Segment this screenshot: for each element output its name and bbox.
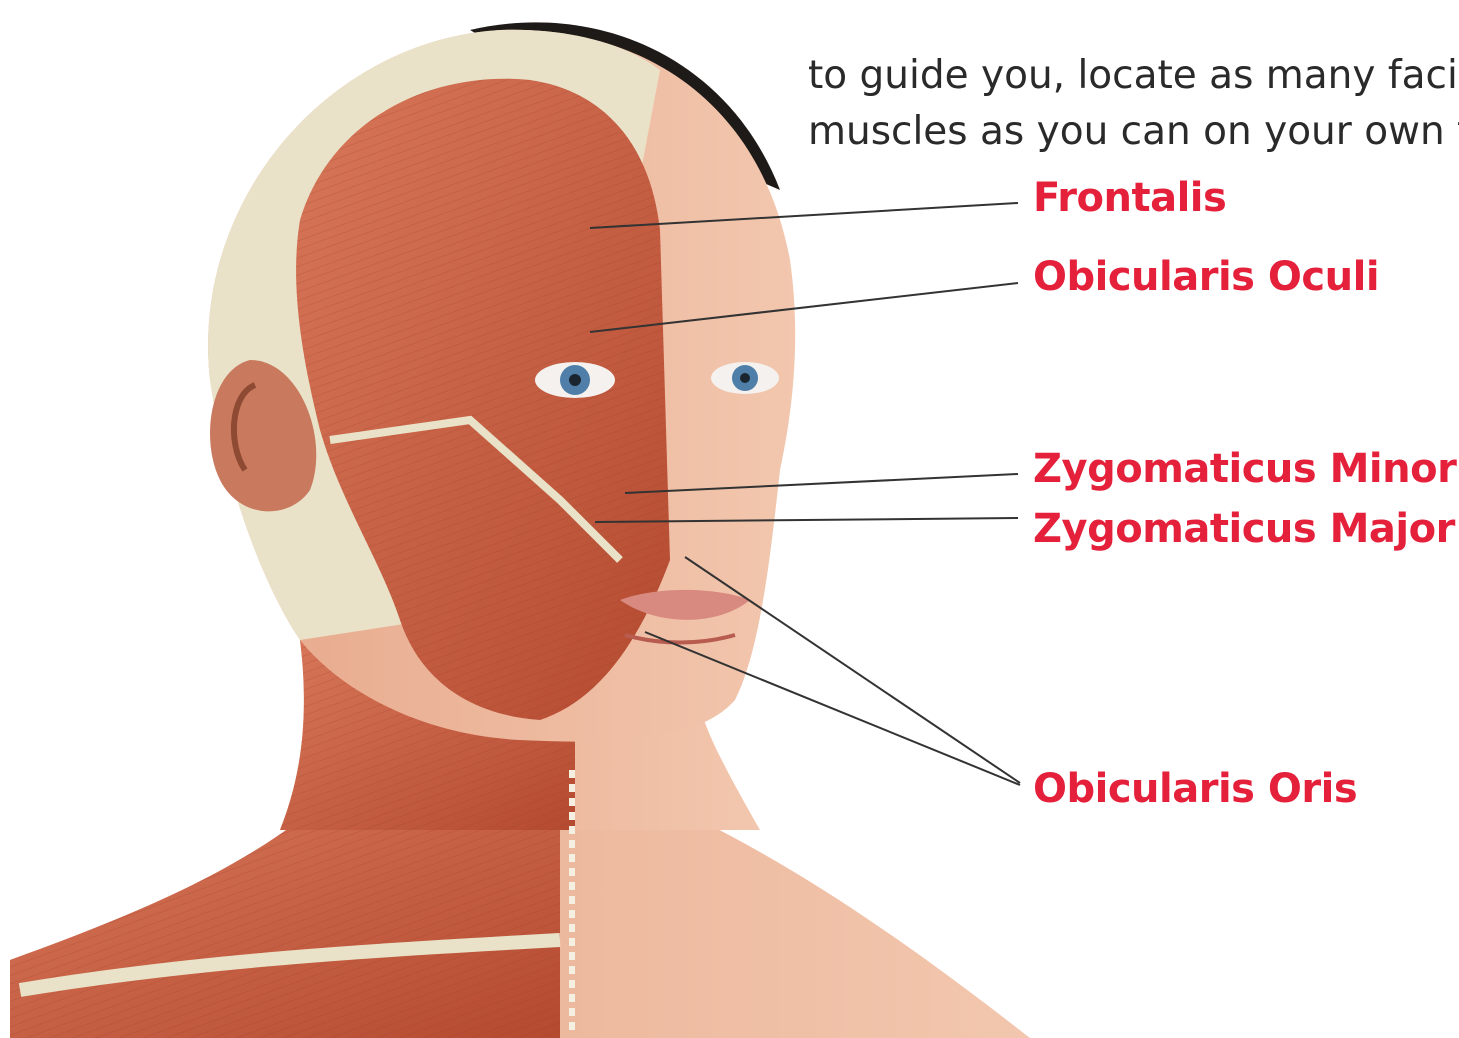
eye-right-icon — [711, 362, 779, 394]
shoulders — [10, 800, 1030, 1038]
label-zygomaticus-minor: Zygomaticus Minor — [1033, 446, 1456, 492]
eye-left-icon — [535, 362, 615, 398]
label-orbicularis-oculi: Obicularis Oculi — [1033, 254, 1379, 300]
head — [208, 22, 795, 741]
label-frontalis: Frontalis — [1033, 175, 1226, 221]
label-orbicularis-oris: Obicularis Oris — [1033, 766, 1357, 812]
label-zygomaticus-major: Zygomaticus Major — [1033, 506, 1455, 552]
